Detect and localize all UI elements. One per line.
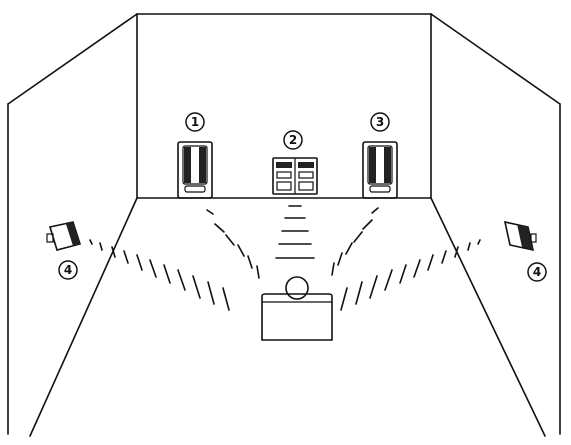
surround-right-speaker [505,222,536,250]
floor-left-edge [30,198,137,436]
couch [262,294,332,340]
marker-front-left: 1 [186,113,204,131]
marker-surround-right-label: 4 [533,265,541,279]
marker-front-left-label: 1 [191,115,199,129]
front-right-speaker [363,142,397,198]
marker-front-right-label: 3 [376,115,384,129]
marker-center-label: 2 [289,133,297,147]
marker-center: 2 [284,131,302,149]
marker-surround-right: 4 [528,263,546,281]
ceiling-left-edge [8,14,137,104]
ceiling-right-edge [431,14,560,104]
sound-waves-front-right [332,208,378,275]
surround-left-speaker [47,222,80,250]
room-outline [8,14,560,436]
sound-waves-surround-left [90,240,229,310]
listener-head [286,277,308,299]
listener-on-couch [262,277,332,340]
marker-surround-left-label: 4 [64,263,72,277]
front-left-speaker [178,142,212,198]
sound-waves-surround-right [341,240,480,310]
marker-front-right: 3 [371,113,389,131]
center-speaker [273,158,317,194]
marker-surround-left: 4 [59,261,77,279]
sound-waves-center [276,206,314,258]
sound-waves-front-left [207,210,259,278]
